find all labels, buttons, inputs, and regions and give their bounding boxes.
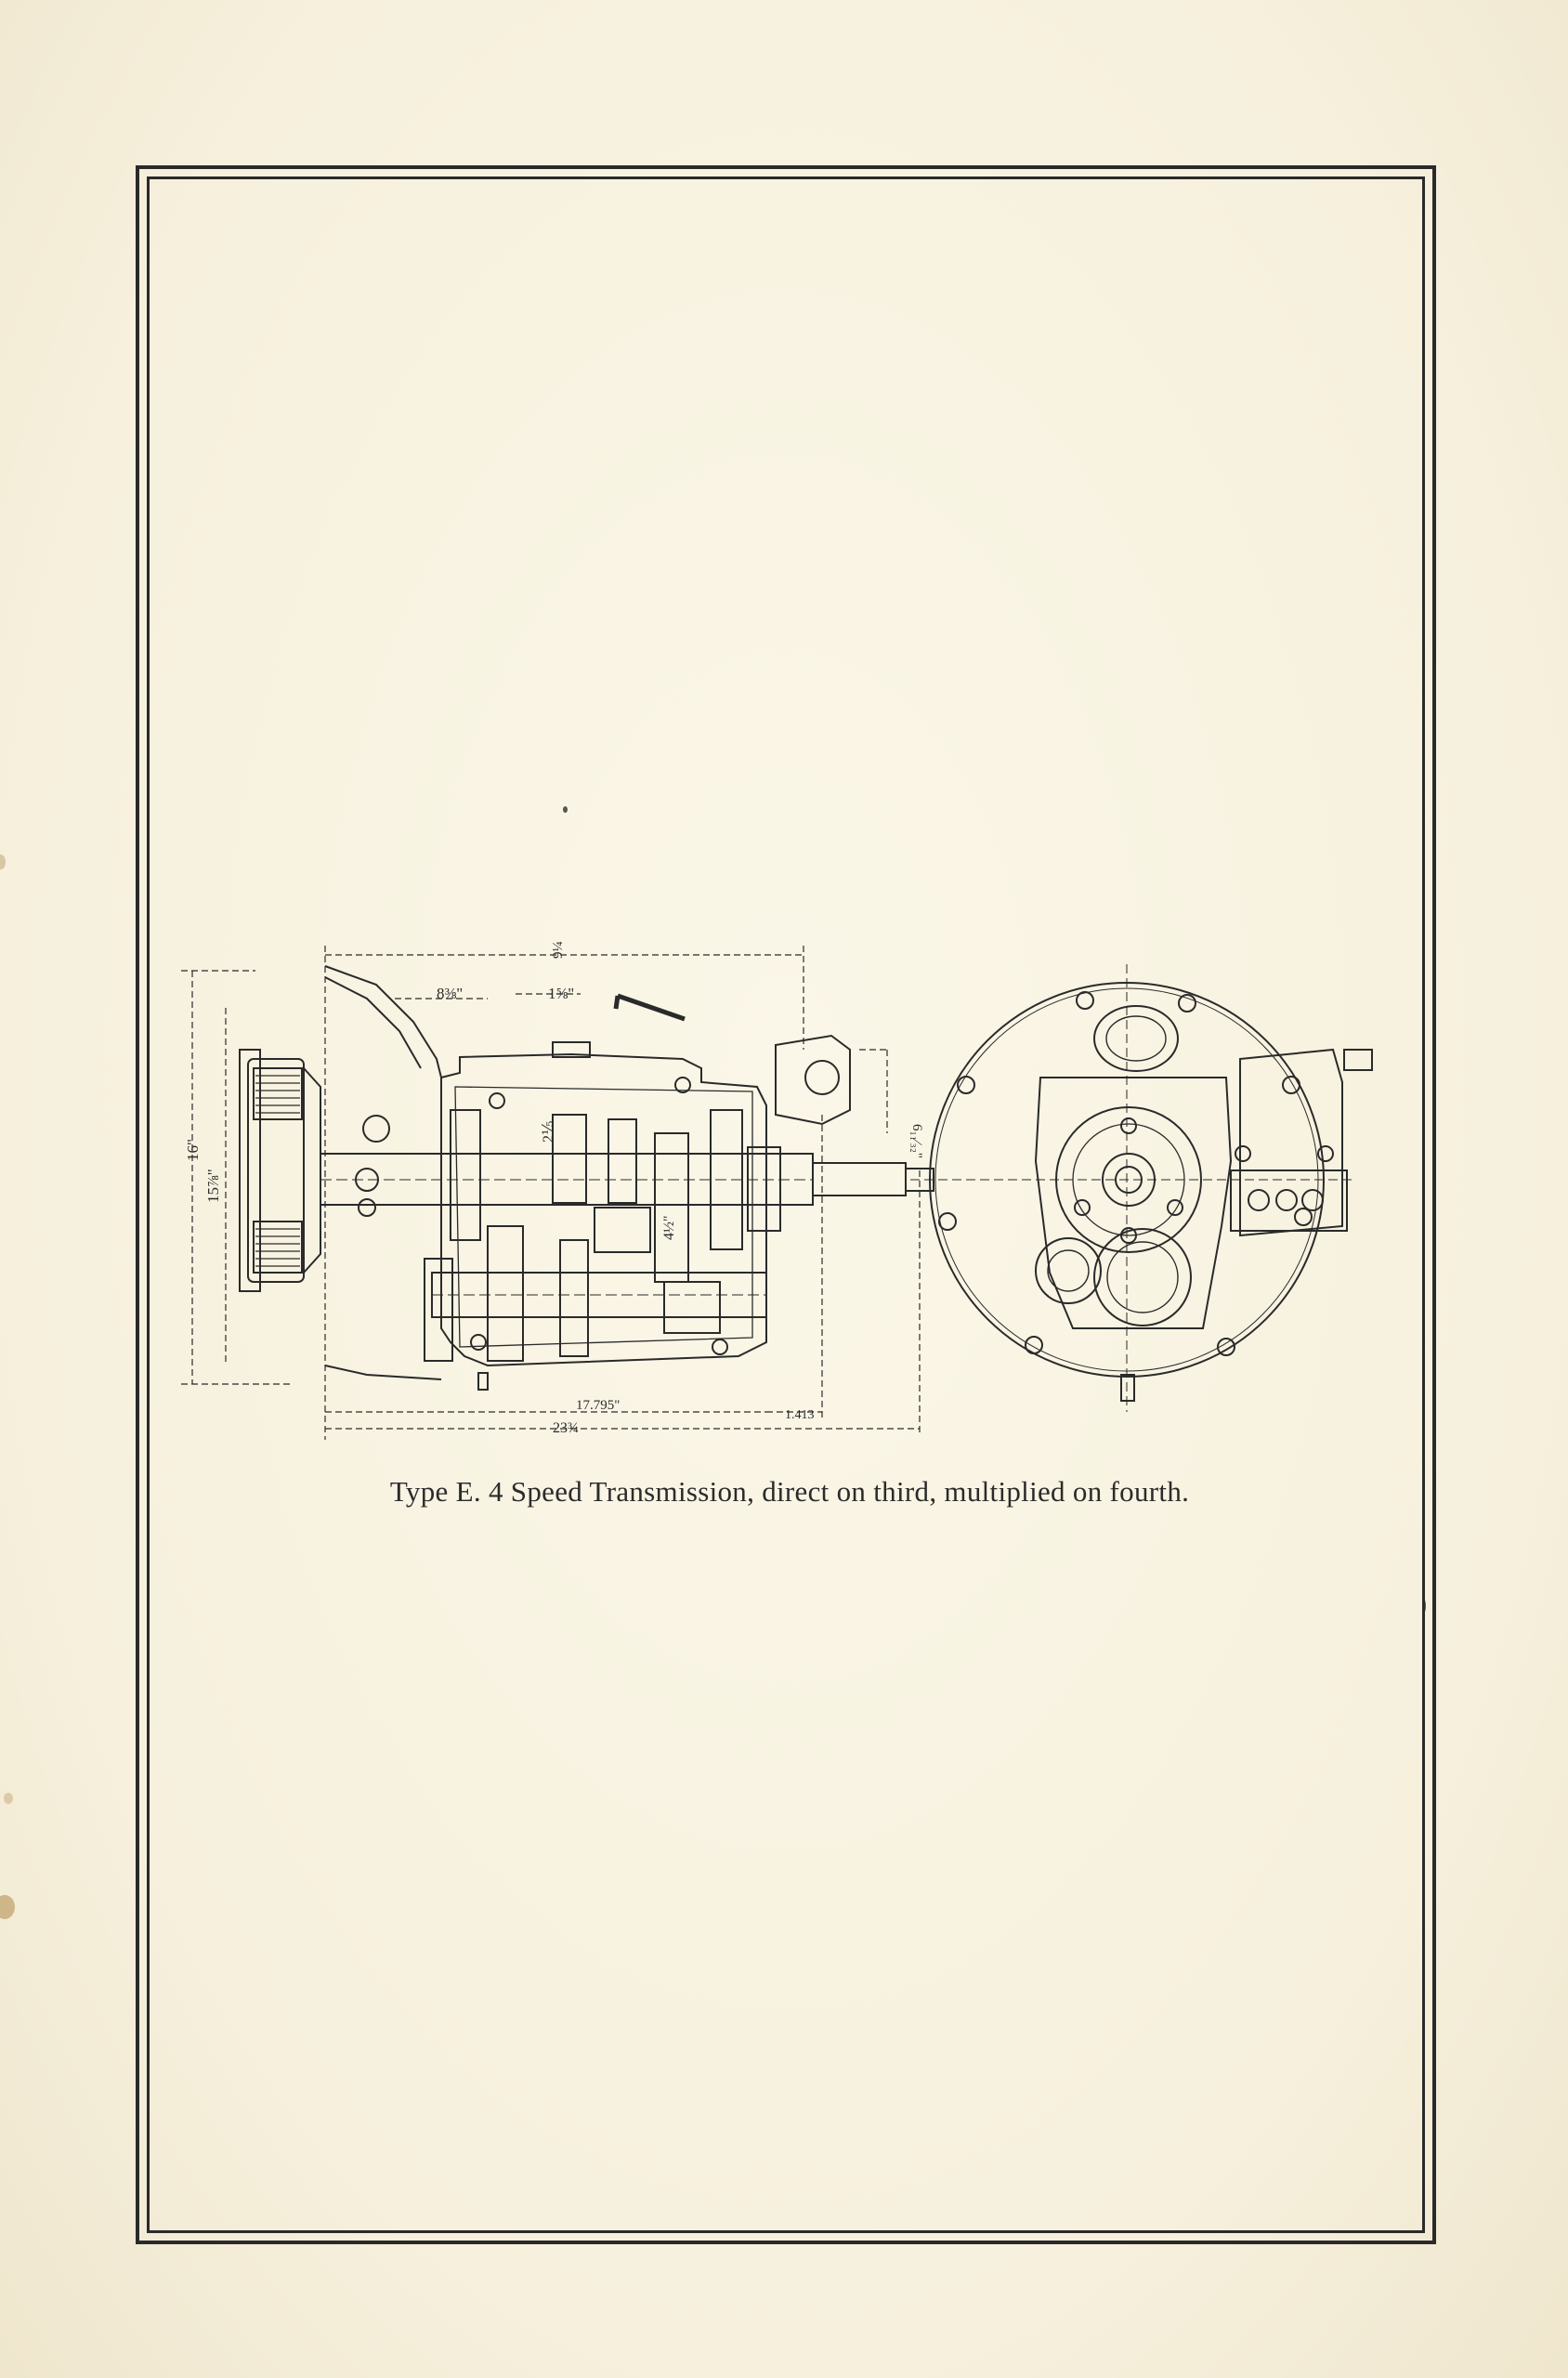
gearbox-case <box>440 1041 767 1391</box>
page-border-inner <box>147 176 1425 2233</box>
main-shaft <box>320 1153 934 1206</box>
dim-label-bottom-b: 1.413 <box>785 1408 815 1422</box>
dimension-lines <box>181 946 921 1440</box>
dim-label-shaft-a: 2⅕ <box>541 1120 556 1143</box>
rear-bracket <box>747 1034 851 1232</box>
figure-caption: Type E. 4 Speed Transmission, direct on … <box>389 1475 1190 1508</box>
page-border-outer <box>136 165 1436 2244</box>
dim-label-bottom-a: 17.795" <box>576 1398 620 1413</box>
age-stain <box>0 855 6 869</box>
end-view <box>910 964 1373 1412</box>
dim-label-shaft-b: 4½" <box>661 1215 677 1240</box>
transmission-drawing: 9¼ 8⅜" 1⅝" 16" 15⅞" 2⅕ 4½" 6₁₁⁄₃₂" 17.79… <box>181 920 1393 1449</box>
gear-set <box>424 1109 743 1362</box>
age-stain <box>4 1793 13 1804</box>
age-stain <box>0 1895 15 1919</box>
clutch-assembly <box>239 965 442 1380</box>
ink-speck <box>563 806 568 813</box>
dim-label-upper-b: 1⅝" <box>548 985 574 1002</box>
dim-label-bracket-height: 6₁₁⁄₃₂" <box>909 1124 924 1158</box>
transmission-drawing-svg: 9¼ 8⅜" 1⅝" 16" 15⅞" 2⅕ 4½" 6₁₁⁄₃₂" 17.79… <box>181 941 1373 1440</box>
dim-label-upper-a: 8⅜" <box>437 985 463 1002</box>
pencil-mark <box>613 993 686 1022</box>
dim-label-height-inner: 15⅞" <box>204 1169 222 1203</box>
dim-label-top-length: 9¼ <box>551 941 566 959</box>
dim-label-bottom-total: 23¾ <box>553 1420 579 1436</box>
counter-shaft <box>431 1272 767 1318</box>
dim-label-height-outer: 16" <box>184 1139 202 1161</box>
end-view-bolts <box>938 991 1313 1356</box>
